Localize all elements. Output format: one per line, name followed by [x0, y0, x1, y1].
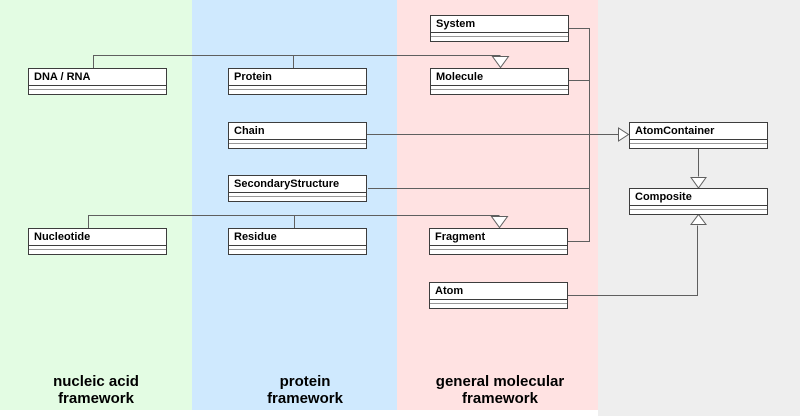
label-line-2: framework: [267, 390, 343, 407]
label-line-1: nucleic acid: [53, 373, 139, 390]
framework-label-general-molecular: general molecular framework: [436, 373, 564, 407]
operations-compartment: [430, 250, 567, 254]
operations-compartment: [229, 250, 366, 254]
class-box-residue: Residue: [228, 228, 367, 255]
class-name: Residue: [229, 229, 366, 246]
operations-compartment: [29, 250, 166, 254]
class-box-chain: Chain: [228, 122, 367, 149]
attributes-compartment: [430, 300, 567, 304]
operations-compartment: [630, 210, 767, 214]
attributes-compartment: [431, 86, 568, 90]
generalization-to-molecule: [93, 55, 510, 69]
class-name: Chain: [229, 123, 366, 140]
class-box-fragment: Fragment: [429, 228, 568, 255]
operations-compartment: [431, 37, 568, 41]
attributes-compartment: [229, 140, 366, 144]
hollow-triangle-arrow: [690, 213, 707, 225]
class-box-composite: Composite: [629, 188, 768, 215]
class-box-atomcontainer: AtomContainer: [629, 122, 768, 149]
class-name: Protein: [229, 69, 366, 86]
hollow-triangle-arrow: [490, 216, 509, 229]
hollow-triangle-arrow: [618, 127, 630, 142]
class-box-dna-rna: DNA / RNA: [28, 68, 167, 95]
class-name: Nucleotide: [29, 229, 166, 246]
attributes-compartment: [431, 33, 568, 37]
class-box-protein: Protein: [228, 68, 367, 95]
class-name: Molecule: [431, 69, 568, 86]
hollow-triangle-arrow: [491, 56, 510, 69]
generalization-to-fragment: [88, 215, 509, 229]
attributes-compartment: [229, 193, 366, 197]
attributes-compartment: [29, 86, 166, 90]
attributes-compartment: [229, 246, 366, 250]
class-name: Fragment: [430, 229, 567, 246]
class-box-molecule: Molecule: [430, 68, 569, 95]
spine-system-molecule-secstruct-fragment: [368, 28, 590, 242]
attributes-compartment: [229, 86, 366, 90]
generalization-atomcontainer-to-composite: [690, 148, 707, 189]
operations-compartment: [431, 90, 568, 94]
operations-compartment: [630, 144, 767, 148]
attributes-compartment: [630, 140, 767, 144]
class-name: System: [431, 16, 568, 33]
class-name: Composite: [630, 189, 767, 206]
operations-compartment: [29, 90, 166, 94]
framework-label-nucleic-acid: nucleic acid framework: [53, 373, 139, 407]
class-name: AtomContainer: [630, 123, 767, 140]
operations-compartment: [430, 304, 567, 308]
class-box-atom: Atom: [429, 282, 568, 309]
class-name: Atom: [430, 283, 567, 300]
class-box-secondarystructure: SecondaryStructure: [228, 175, 367, 202]
attributes-compartment: [29, 246, 166, 250]
label-line-1: protein: [279, 373, 331, 390]
attributes-compartment: [630, 206, 767, 210]
hollow-triangle-arrow: [690, 177, 707, 189]
label-line-2: framework: [462, 390, 538, 407]
label-line-1: general molecular: [435, 373, 565, 390]
class-name: SecondaryStructure: [229, 176, 366, 193]
framework-label-protein: protein framework: [267, 373, 343, 407]
attributes-compartment: [430, 246, 567, 250]
label-line-2: framework: [58, 390, 134, 407]
operations-compartment: [229, 144, 366, 148]
operations-compartment: [229, 197, 366, 201]
generalization-atom-to-composite: [568, 213, 707, 296]
class-box-nucleotide: Nucleotide: [28, 228, 167, 255]
operations-compartment: [229, 90, 366, 94]
class-box-system: System: [430, 15, 569, 42]
generalization-to-atomcontainer: [367, 127, 630, 142]
class-name: DNA / RNA: [29, 69, 166, 86]
